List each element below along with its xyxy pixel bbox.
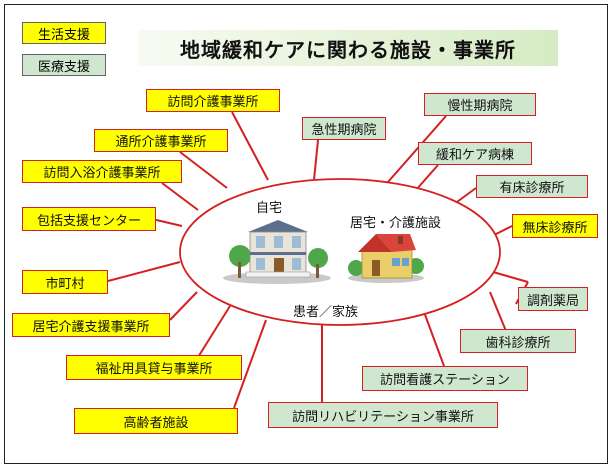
node-houmon-kaigo: 訪問介護事業所	[146, 89, 280, 112]
node-fukushi-yogu: 福祉用具貸与事業所	[66, 355, 242, 380]
diagram-title: 地域緩和ケアに関わる施設・事業所	[138, 30, 558, 66]
legend-life-support: 生活支援	[22, 22, 106, 44]
node-tsusho-kaigo: 通所介護事業所	[94, 129, 228, 152]
node-musho-clinic: 無床診療所	[512, 214, 598, 238]
node-houkatsu: 包括支援センター	[22, 207, 156, 231]
node-pharmacy: 調剤薬局	[518, 287, 588, 311]
node-nursing-station: 訪問看護ステーション	[362, 366, 528, 391]
connector-houmon-kaigo	[231, 111, 269, 181]
connector-houkatsu	[151, 218, 183, 227]
connector-dental	[489, 291, 507, 332]
connector-shichoson	[107, 261, 181, 282]
connector-kyotaku-shien	[169, 291, 198, 321]
center-ellipse	[179, 178, 501, 326]
connector-kanwa-ward	[415, 164, 439, 191]
center-care-facility-label: 居宅・介護施設	[350, 216, 442, 231]
connector-tsusho-kaigo	[179, 151, 228, 189]
connector-koreisha	[233, 319, 267, 409]
connector-nursing-station	[423, 311, 445, 367]
connector-manseiki	[387, 115, 447, 183]
node-manseiki: 慢性期病院	[424, 93, 536, 116]
node-kanwa-ward: 緩和ケア病棟	[418, 142, 532, 165]
center-patient-family-label: 患者／家族	[293, 305, 359, 320]
connector-houmon-nyuyoku	[161, 182, 199, 211]
node-yusho-clinic: 有床診療所	[476, 175, 588, 198]
connector-fukushi-yogu	[194, 305, 231, 363]
house-icon	[223, 220, 331, 284]
node-houmon-nyuyoku: 訪問入浴介護事業所	[22, 160, 182, 183]
connector-kyuseiki	[313, 139, 319, 181]
center-home-label: 自宅	[256, 201, 283, 216]
node-kyuseiki: 急性期病院	[302, 117, 386, 140]
node-rehab: 訪問リハビリテーション事業所	[268, 402, 498, 428]
legend-medical-support: 医療支援	[22, 54, 106, 76]
care-home-icon	[348, 234, 424, 283]
node-kyotaku-shien: 居宅介護支援事業所	[12, 313, 170, 337]
node-koreisha: 高齢者施設	[74, 408, 238, 434]
node-shichoson: 市町村	[22, 270, 108, 294]
node-dental: 歯科診療所	[460, 329, 576, 353]
